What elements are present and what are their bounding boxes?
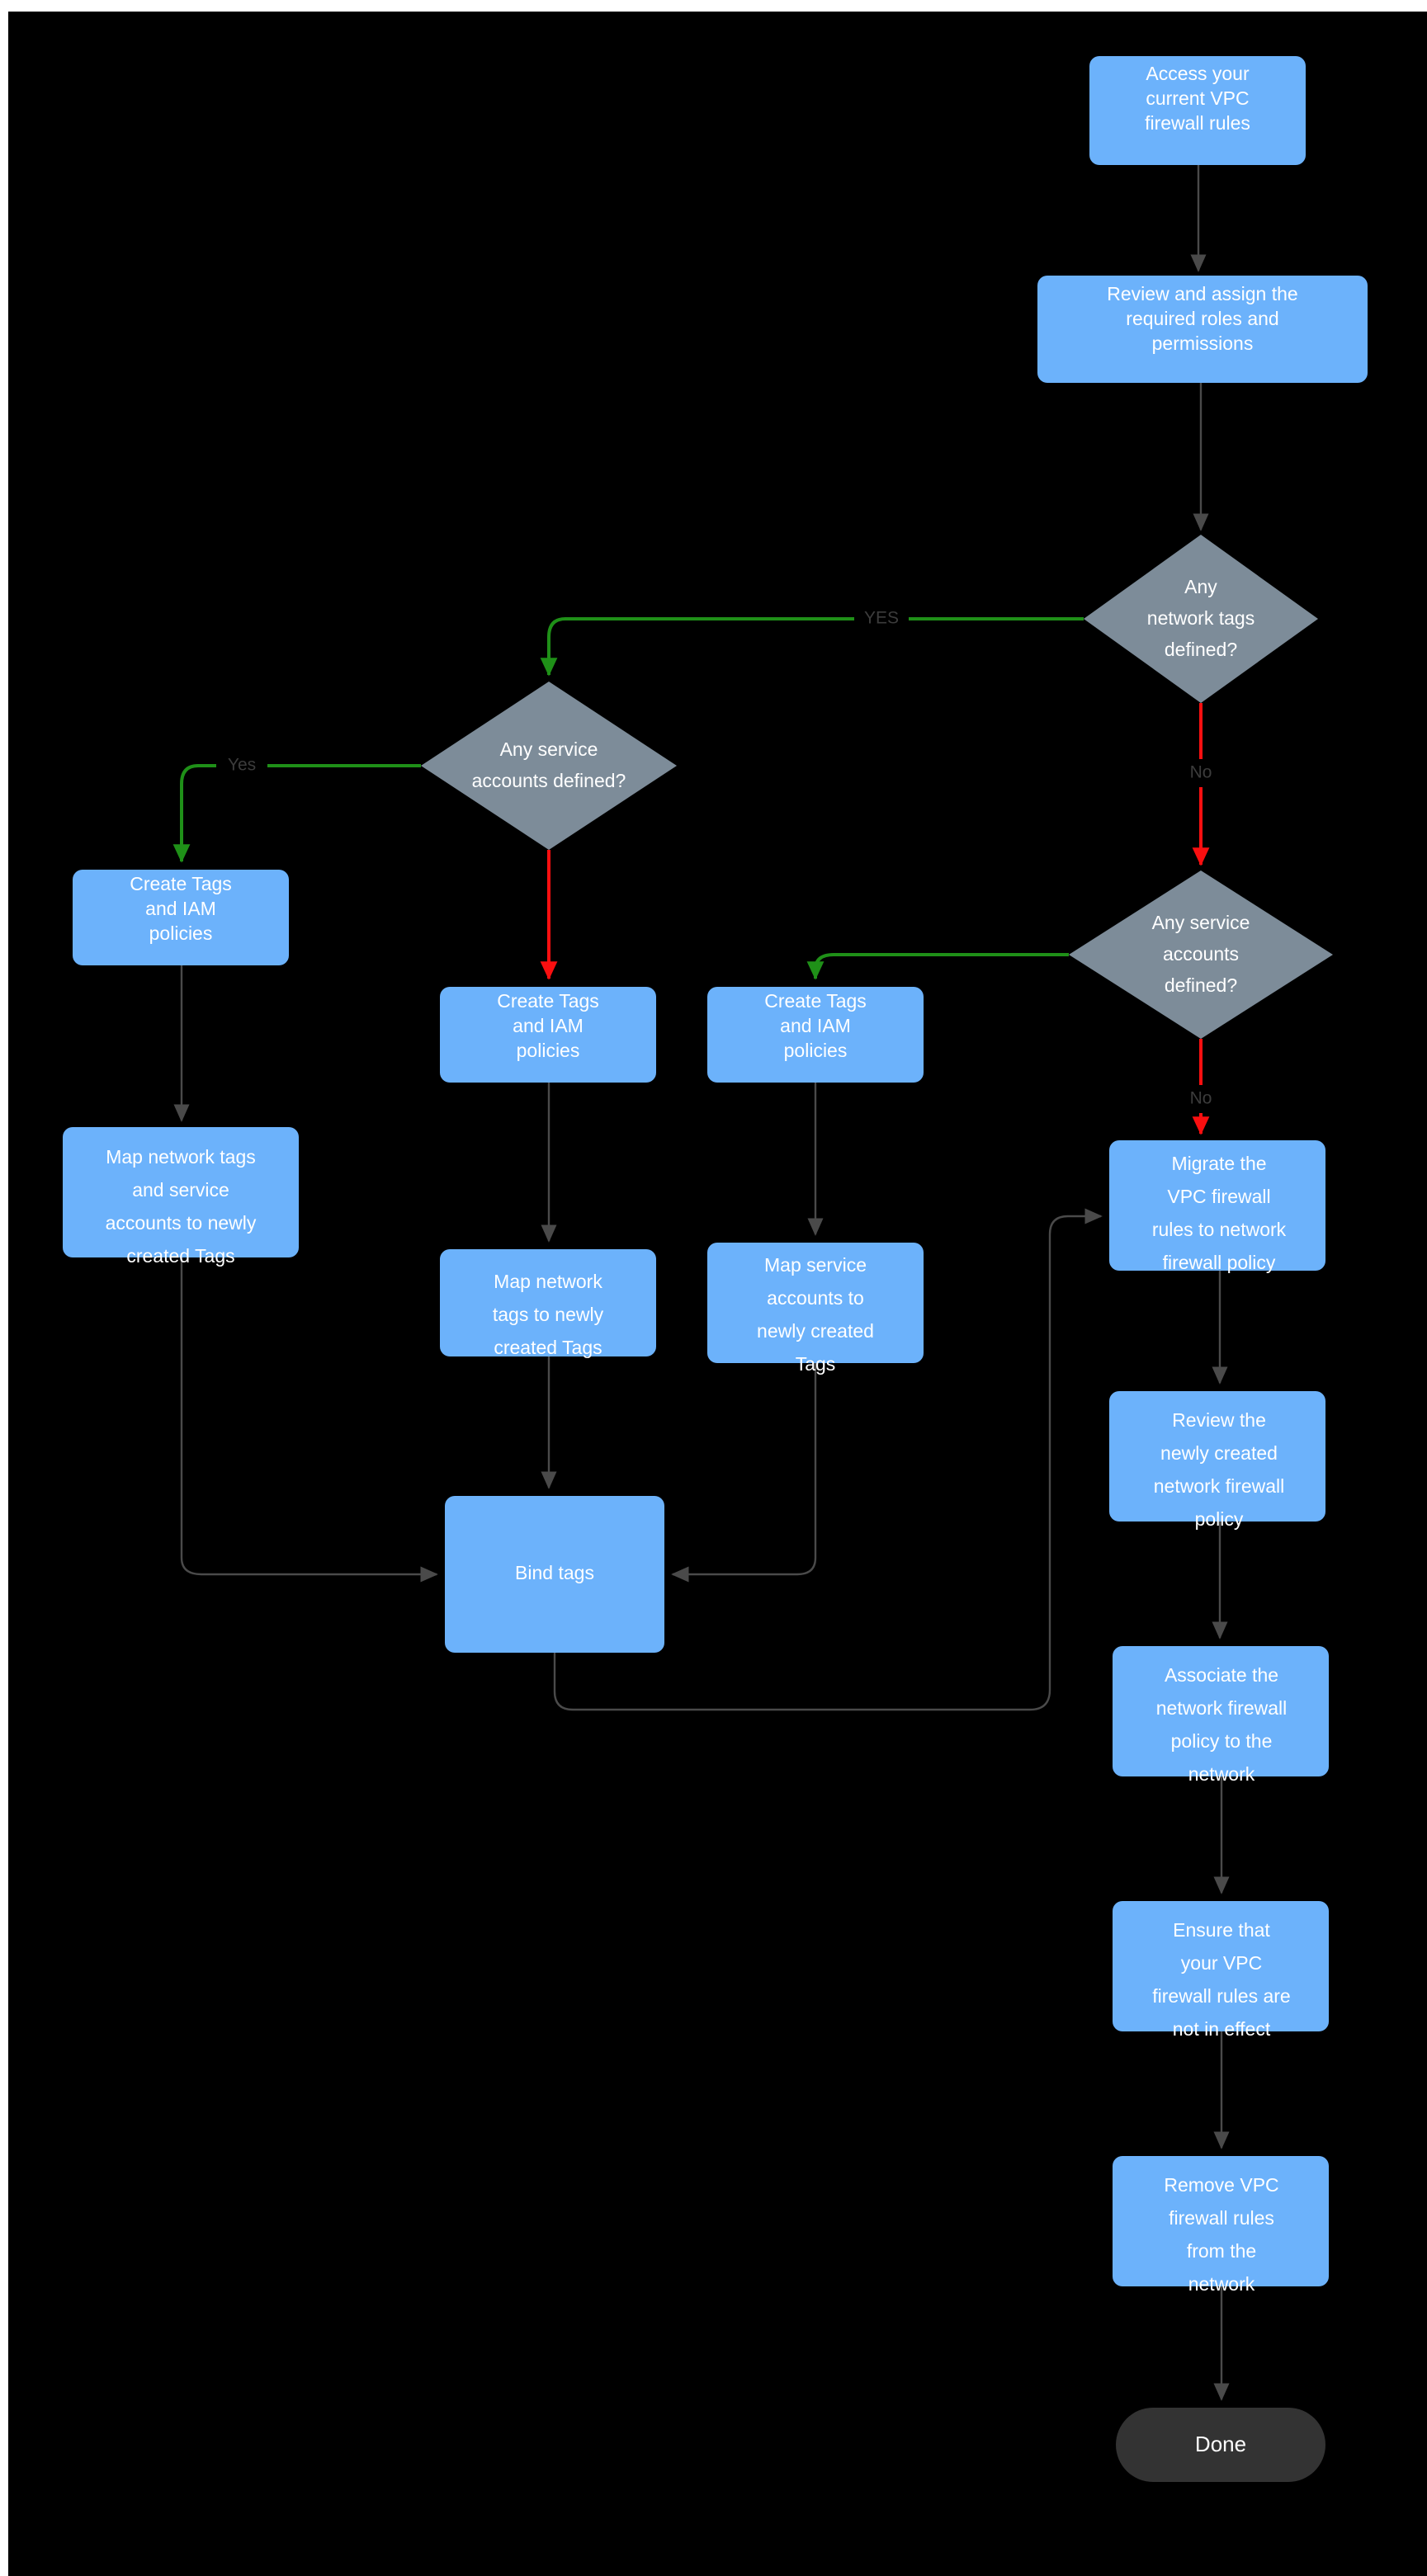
node-label-line: defined? <box>1165 974 1237 996</box>
node-review-assign-roles[interactable]: Review and assign the required roles and… <box>1037 276 1368 383</box>
node-label-line: Create Tags <box>130 873 232 894</box>
node-label-line: newly created <box>1160 1442 1278 1464</box>
node-label-line: accounts to <box>767 1287 864 1309</box>
node-label-line: Tags <box>796 1353 836 1375</box>
edge-p7-p8 <box>553 1208 1103 1711</box>
left-border-strip <box>0 0 8 2576</box>
node-label-line: Associate the <box>1165 1664 1278 1686</box>
node-label-line: permissions <box>1152 333 1254 354</box>
node-label-line: network tags <box>1147 607 1255 629</box>
node-map-network-tags-to-newly-created-tags[interactable]: Map network tags to newly created Tags <box>440 1249 656 1358</box>
node-migrate-vpc-rules-to-network-firewall-policy[interactable]: Migrate the VPC firewall rules to networ… <box>1109 1140 1325 1273</box>
node-create-tags-iam-policies-right[interactable]: Create Tags and IAM policies <box>707 987 924 1083</box>
node-label-line: policies <box>517 1040 580 1061</box>
node-label-line: not in effect <box>1173 2018 1271 2040</box>
edge-label-no-d3: No <box>1190 1089 1212 1108</box>
node-label-line: firewall policy <box>1163 1252 1276 1273</box>
node-label-line: Map network tags <box>106 1146 256 1168</box>
node-bind-tags[interactable]: Bind tags <box>445 1496 664 1653</box>
node-label-line: network firewall <box>1154 1475 1285 1497</box>
node-label-line: Any <box>1184 576 1217 597</box>
node-label-line: Migrate the <box>1171 1153 1266 1174</box>
edge-label-yes-title: Yes <box>228 756 256 775</box>
node-create-tags-iam-policies-left[interactable]: Create Tags and IAM policies <box>73 870 289 965</box>
node-label-line: Map network <box>494 1271 602 1292</box>
node-label-line: policy to the <box>1171 1730 1273 1752</box>
node-label-line: rules to network <box>1152 1219 1287 1240</box>
node-label-line: firewall rules <box>1145 112 1250 134</box>
node-label-line: firewall rules are <box>1152 1985 1290 2007</box>
edge-p6-p7 <box>671 1363 817 1583</box>
node-map-network-tags-and-service-accounts[interactable]: Map network tags and service accounts to… <box>63 1127 299 1267</box>
node-label-line: Access your <box>1146 63 1250 84</box>
node-label-line: and IAM <box>780 1015 851 1036</box>
node-label-line: Any service <box>500 738 598 760</box>
edge-label-layer: YES No Yes No <box>216 605 1226 1113</box>
node-label-line: created Tags <box>126 1245 234 1267</box>
node-label-line: network <box>1188 1763 1255 1785</box>
node-label-line: Ensure that <box>1173 1919 1270 1941</box>
edge-label-no-d1: No <box>1190 763 1212 782</box>
node-label-line: policies <box>784 1040 848 1061</box>
node-label-line: your VPC <box>1181 1952 1262 1974</box>
node-remove-vpc-firewall-rules-from-network[interactable]: Remove VPC firewall rules from the netwo… <box>1113 2156 1329 2295</box>
node-done-terminal[interactable]: Done <box>1116 2408 1325 2482</box>
node-label-line: network firewall <box>1156 1697 1288 1719</box>
decision-any-service-accounts-defined-right[interactable]: Any service accounts defined? <box>1069 870 1333 1039</box>
node-review-newly-created-network-firewall-policy[interactable]: Review the newly created network firewal… <box>1109 1391 1325 1530</box>
edge-label-yes-upper: YES <box>864 609 899 628</box>
node-label-line: Create Tags <box>497 990 599 1012</box>
node-label-line: defined? <box>1165 639 1237 660</box>
node-label-line: accounts defined? <box>472 770 626 791</box>
node-label-line: and IAM <box>145 898 216 919</box>
node-create-tags-iam-policies-middle[interactable]: Create Tags and IAM policies <box>440 987 656 1083</box>
node-label-line: Any service <box>1152 912 1250 933</box>
node-label-line: created Tags <box>494 1337 602 1358</box>
node-ensure-vpc-firewall-rules-not-in-effect[interactable]: Ensure that your VPC firewall rules are … <box>1113 1901 1329 2040</box>
node-label-line: current VPC <box>1146 87 1249 109</box>
node-label-line: from the <box>1187 2240 1256 2262</box>
node-label-line: Create Tags <box>764 990 867 1012</box>
top-border-strip <box>0 0 1427 12</box>
node-label-line: Remove VPC <box>1164 2174 1278 2196</box>
node-associate-network-firewall-policy-to-network[interactable]: Associate the network firewall policy to… <box>1113 1646 1329 1785</box>
edge-d3-p5-yes <box>806 953 1069 980</box>
node-label-line: policy <box>1195 1508 1244 1530</box>
node-label-line: policies <box>149 922 213 944</box>
node-label-line: and service <box>132 1179 229 1201</box>
decision-any-network-tags-defined[interactable]: Any network tags defined? <box>1084 535 1318 703</box>
node-label-line: firewall rules <box>1169 2207 1274 2229</box>
node-label-line: and IAM <box>513 1015 584 1036</box>
node-label-line: network <box>1188 2273 1255 2295</box>
edge-p2-p7 <box>180 1257 438 1583</box>
node-label-line: VPC firewall <box>1167 1186 1270 1207</box>
edge-layer <box>172 165 1230 2401</box>
node-label-line: Done <box>1195 2432 1246 2456</box>
node-label-line: Map service <box>764 1254 867 1276</box>
node-label-line: Bind tags <box>515 1562 594 1583</box>
edge-d2-p1-yes <box>172 764 421 863</box>
node-label-line: Review and assign the <box>1107 283 1297 304</box>
node-label-line: accounts to newly <box>106 1212 257 1234</box>
node-label-line: tags to newly <box>493 1304 604 1325</box>
node-label-line: newly created <box>757 1320 874 1342</box>
node-map-service-accounts-to-newly-created-tags[interactable]: Map service accounts to newly created Ta… <box>707 1243 924 1375</box>
node-label-line: Review the <box>1172 1409 1266 1431</box>
edge-d1-d2-yes <box>540 617 1084 677</box>
node-label-line: accounts <box>1163 943 1239 965</box>
node-label-line: required roles and <box>1126 308 1278 329</box>
decision-any-service-accounts-defined-left[interactable]: Any service accounts defined? <box>421 682 677 850</box>
node-access-vpc-firewall-rules[interactable]: Access your current VPC firewall rules <box>1089 56 1306 165</box>
